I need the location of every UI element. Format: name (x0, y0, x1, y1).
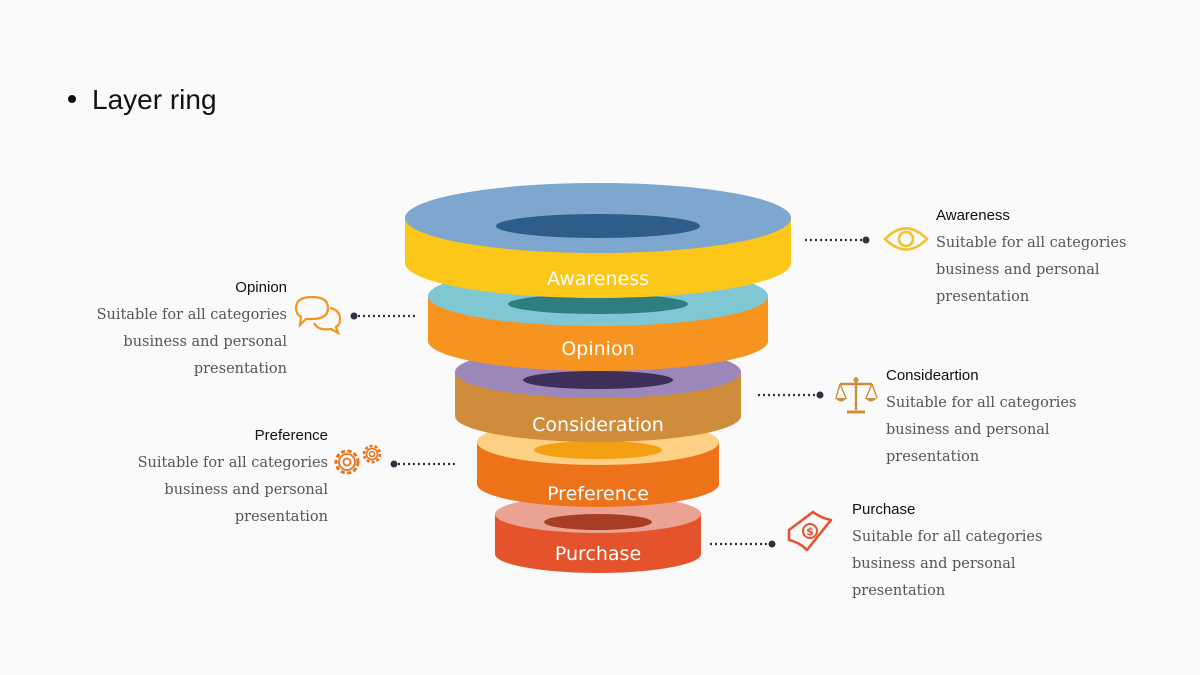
callout-line: business and personal (852, 556, 1016, 572)
ring-awareness: Awareness (405, 183, 791, 298)
ring-label-opinion: Opinion (561, 338, 634, 360)
callout-preference: Preference Suitable for all categories b… (138, 427, 328, 531)
callout-heading: Purchase (852, 501, 916, 518)
eye-icon (883, 227, 929, 251)
callout-line: Suitable for all categories (137, 455, 328, 471)
callout-heading: Opinion (235, 279, 287, 296)
callout-opinion: Opinion Suitable for all categories busi… (97, 279, 287, 383)
callout-line: business and personal (936, 262, 1100, 278)
callout-line: presentation (886, 449, 980, 465)
slide-title: Layer ring (68, 84, 217, 116)
callout-consideration: Consideartion Suitable for all categorie… (886, 367, 1076, 471)
connector-opinion (350, 312, 416, 320)
callout-line: business and personal (123, 334, 287, 350)
connector-preference (390, 460, 456, 468)
callout-line: Suitable for all categories (96, 307, 287, 323)
callout-line: presentation (234, 509, 328, 525)
callout-line: business and personal (886, 422, 1050, 438)
money-icon: $ (787, 510, 833, 552)
connector-consideration (758, 391, 824, 399)
callout-line: Suitable for all categories (852, 529, 1043, 545)
bullet-dot (68, 94, 76, 103)
svg-text:$: $ (806, 525, 814, 538)
callout-line: presentation (193, 361, 287, 377)
scale-icon (835, 377, 878, 414)
callout-heading: Consideartion (886, 367, 979, 384)
gears-icon (334, 444, 382, 475)
callout-line: presentation (936, 289, 1030, 305)
ring-label-preference: Preference (547, 483, 649, 505)
callout-heading: Awareness (936, 207, 1010, 224)
connector-purchase (710, 540, 776, 548)
ring-label-purchase: Purchase (555, 543, 641, 565)
callout-line: presentation (852, 583, 946, 599)
ring-label-consideration: Consideration (532, 414, 664, 436)
callout-heading: Preference (254, 427, 328, 444)
connector-awareness (805, 236, 870, 244)
callout-purchase: Purchase Suitable for all categories bus… (852, 501, 1042, 605)
callout-line: Suitable for all categories (936, 235, 1127, 251)
callout-line: Suitable for all categories (886, 395, 1077, 411)
ring-label-awareness: Awareness (547, 268, 649, 290)
callout-line: business and personal (164, 482, 328, 498)
slide-title-text: Layer ring (92, 84, 217, 115)
chat-bubbles-icon (294, 295, 342, 336)
callout-awareness: Awareness Suitable for all categories bu… (936, 207, 1126, 311)
